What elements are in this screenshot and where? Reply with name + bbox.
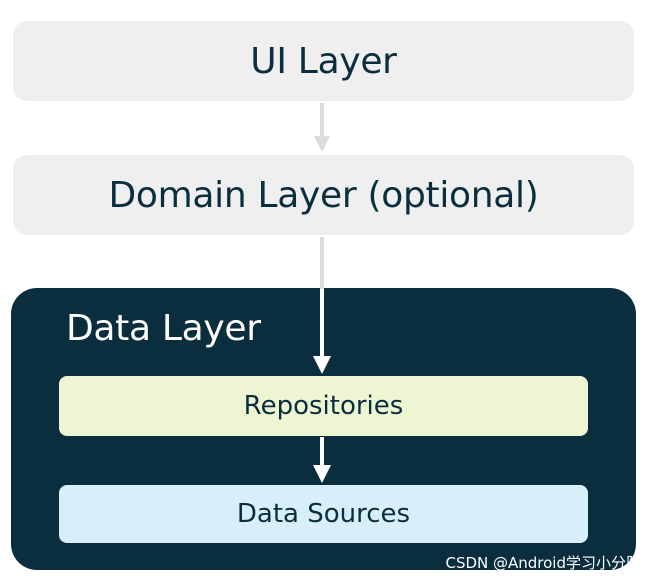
watermark-text: CSDN @Android学习小分队: [445, 554, 641, 572]
data-sources-box: Data Sources: [59, 485, 588, 543]
data-layer-title: Data Layer: [66, 308, 261, 349]
domain-layer-label: Domain Layer (optional): [108, 174, 539, 216]
repositories-label: Repositories: [243, 391, 404, 421]
ui-layer-label: UI Layer: [250, 40, 397, 82]
data-layer-container: Data Layer Repositories Data Sources: [11, 288, 636, 570]
data-sources-label: Data Sources: [236, 499, 411, 529]
repositories-box: Repositories: [59, 376, 588, 436]
domain-layer-box: Domain Layer (optional): [13, 155, 634, 235]
ui-layer-box: UI Layer: [13, 21, 634, 101]
arrow-ui-to-domain-head: [314, 136, 330, 152]
